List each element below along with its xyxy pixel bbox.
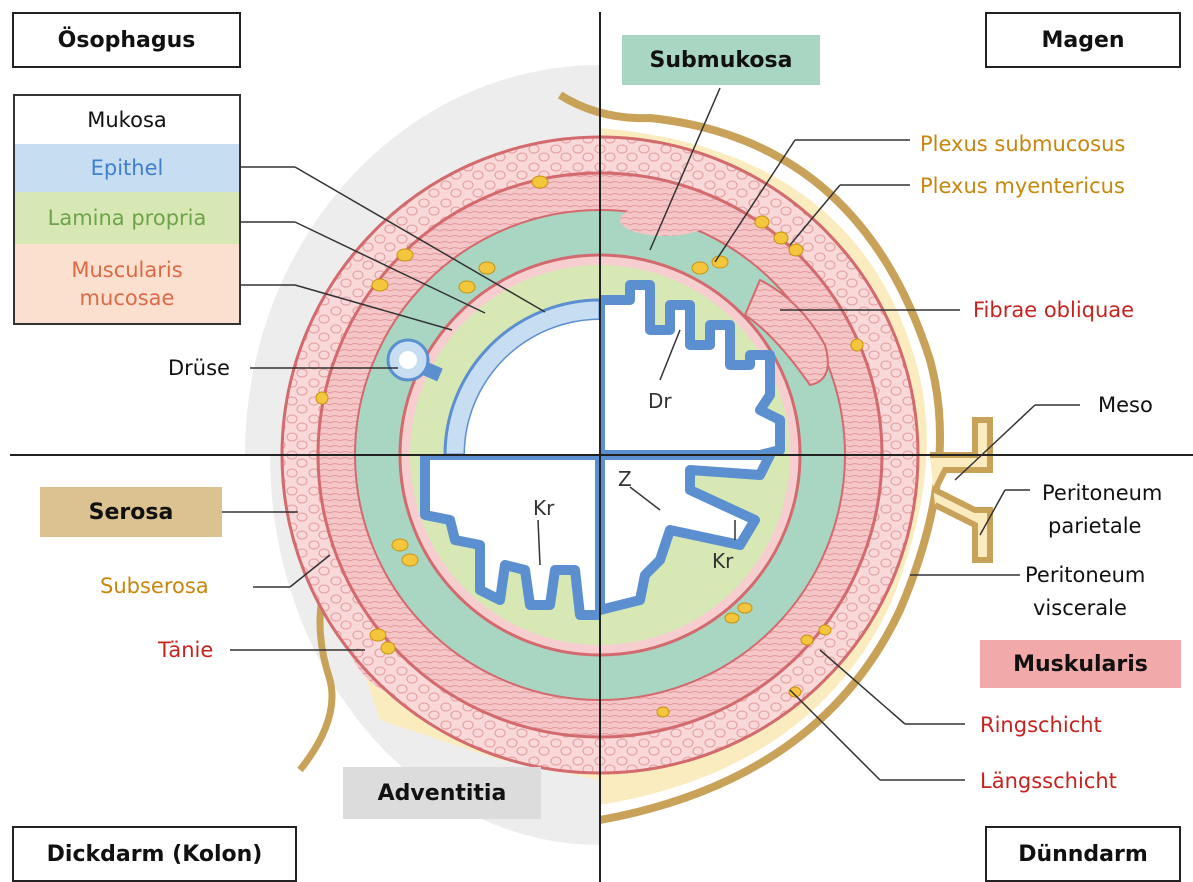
label-plexus-myentericus: Plexus myentericus: [920, 173, 1125, 199]
label-kr-left: Kr: [533, 495, 554, 521]
legend-muscularis-line2: mucosae: [80, 284, 175, 312]
legend-muscularis-line1: Muscularis: [71, 256, 182, 284]
quadrant-title-magen: Magen: [985, 12, 1181, 68]
muskularis-box: Muskularis: [980, 640, 1181, 688]
label-peritoneum-parietale-2: parietale: [1048, 513, 1141, 539]
label-subserosa: Subserosa: [100, 573, 209, 599]
label-peritoneum-parietale-1: Peritoneum: [1042, 480, 1162, 506]
quadrant-title-duenndarm: Dünndarm: [985, 826, 1181, 882]
label-laengsschicht: Längsschicht: [980, 768, 1117, 794]
serosa-box: Serosa: [40, 487, 222, 537]
label-dr: Dr: [648, 388, 672, 414]
label-meso: Meso: [1098, 392, 1153, 418]
quadrant-title-dickdarm: Dickdarm (Kolon): [12, 826, 297, 882]
label-peritoneum-viscerale-2: viscerale: [1033, 595, 1127, 621]
legend-lamina-propria: Lamina propria: [15, 192, 239, 244]
label-peritoneum-viscerale-1: Peritoneum: [1025, 562, 1145, 588]
submukosa-box: Submukosa: [622, 35, 820, 85]
quadrant-title-oesophagus: Ösophagus: [12, 12, 241, 68]
legend-epithel: Epithel: [15, 144, 239, 192]
mukosa-legend: Mukosa Epithel Lamina propria Muscularis…: [13, 94, 241, 325]
legend-muscularis-mucosae: Muscularis mucosae: [15, 244, 239, 323]
legend-mukosa: Mukosa: [15, 96, 239, 144]
label-z: Z: [618, 466, 632, 492]
label-druese: Drüse: [168, 355, 230, 381]
label-plexus-submucosus: Plexus submucosus: [920, 131, 1125, 157]
label-fibrae-obliquae: Fibrae obliquae: [973, 297, 1134, 323]
adventitia-box: Adventitia: [343, 767, 541, 819]
label-kr-right: Kr: [712, 548, 733, 574]
label-ringschicht: Ringschicht: [980, 712, 1102, 738]
label-taenie: Tänie: [158, 637, 213, 663]
